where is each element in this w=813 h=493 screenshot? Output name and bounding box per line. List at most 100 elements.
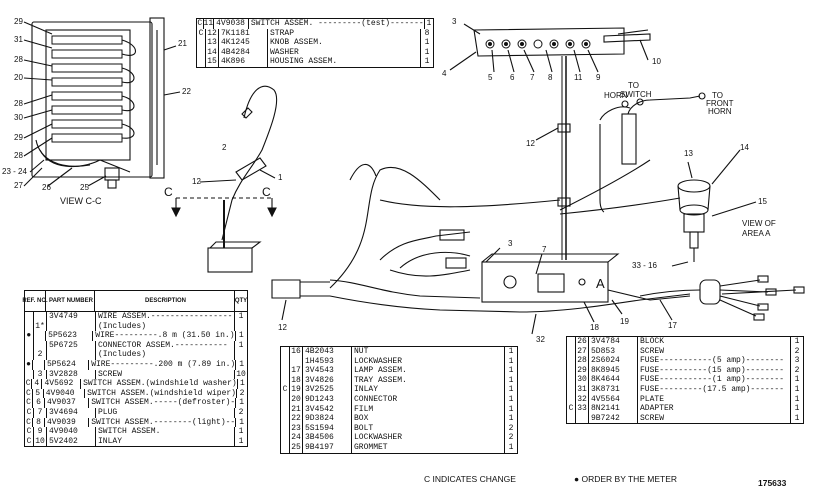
callout: 28 [14,151,23,160]
figure-number: 175633 [758,478,787,488]
section-c-left: C [164,185,173,199]
callout: 25 [80,183,89,192]
callout: 3 [452,17,457,26]
callout: 18 [590,323,599,332]
view-cc-label: VIEW C-C [60,196,102,206]
table-row: 1*(Includes) [25,321,247,332]
view-area-a-label-2: AREA A [742,229,771,238]
horn-knob-area-a [671,149,757,267]
callout: 28 [14,55,23,64]
header-qty: QTY [234,291,247,311]
table-header: REF. NO. PART NUMBER DESCRIPTION QTY [22,291,247,312]
callout: 29 [14,17,23,26]
callout: 5 [488,73,493,82]
callout: 23 - 24 [2,167,27,176]
horn-wiring [559,92,706,215]
header-ref-no: REF. NO. [22,291,48,311]
callout: 27 [14,181,23,190]
view-area-a-label-1: VIEW OF [742,219,776,228]
callout: 32 [536,335,545,344]
callout: 15 [758,197,767,206]
meter-footnote: ● ORDER BY THE METER [574,474,678,484]
area-a-label: A [596,276,605,291]
fuse-panel-view-cc [23,17,181,189]
main-harness [271,163,805,335]
callout: 8 [548,73,553,82]
to-switch-label-1: TO [628,81,639,90]
callout: 26 [42,183,51,192]
callout: 19 [620,317,629,326]
callouts-switch-panel: 3 10 4 5 6 7 8 11 9 12 [442,17,661,148]
change-footnote: C INDICATES CHANGE [424,474,516,484]
callouts-horn-area: 13 14 15 33 - 16 [632,143,767,270]
callout: 28 [14,99,23,108]
callout: 4 [442,69,447,78]
callout: 11 [574,73,583,82]
table-row: 2(Includes) [25,350,247,360]
header-part-number: PART NUMBER [46,291,95,311]
callout: 12 [526,139,535,148]
callout: 2 [222,143,227,152]
callout: 9 [596,73,601,82]
callout: 30 [14,113,23,122]
callout: 31 [14,35,23,44]
switch-panel [449,23,651,260]
callout: 21 [178,39,187,48]
callout: 33 - 16 [632,261,657,270]
callout: 22 [182,87,191,96]
parts-table-left: REF. NO. PART NUMBER DESCRIPTION QTY 3V4… [22,290,248,448]
callout: 7 [542,245,547,254]
callout: 17 [668,321,677,330]
callout: 3 [508,239,513,248]
callout: 13 [684,149,693,158]
horn-label: HORN [604,91,628,100]
callout: 20 [14,73,23,82]
callout: 12 [278,323,287,332]
callout: 14 [740,143,749,152]
to-front-horn-label-2: FRONT [706,99,734,108]
callouts-main-harness: 3 7 12 32 18 19 17 [278,239,677,344]
callout: 12 [192,177,201,186]
section-c-right: C [262,185,271,199]
callout: 29 [14,133,23,142]
